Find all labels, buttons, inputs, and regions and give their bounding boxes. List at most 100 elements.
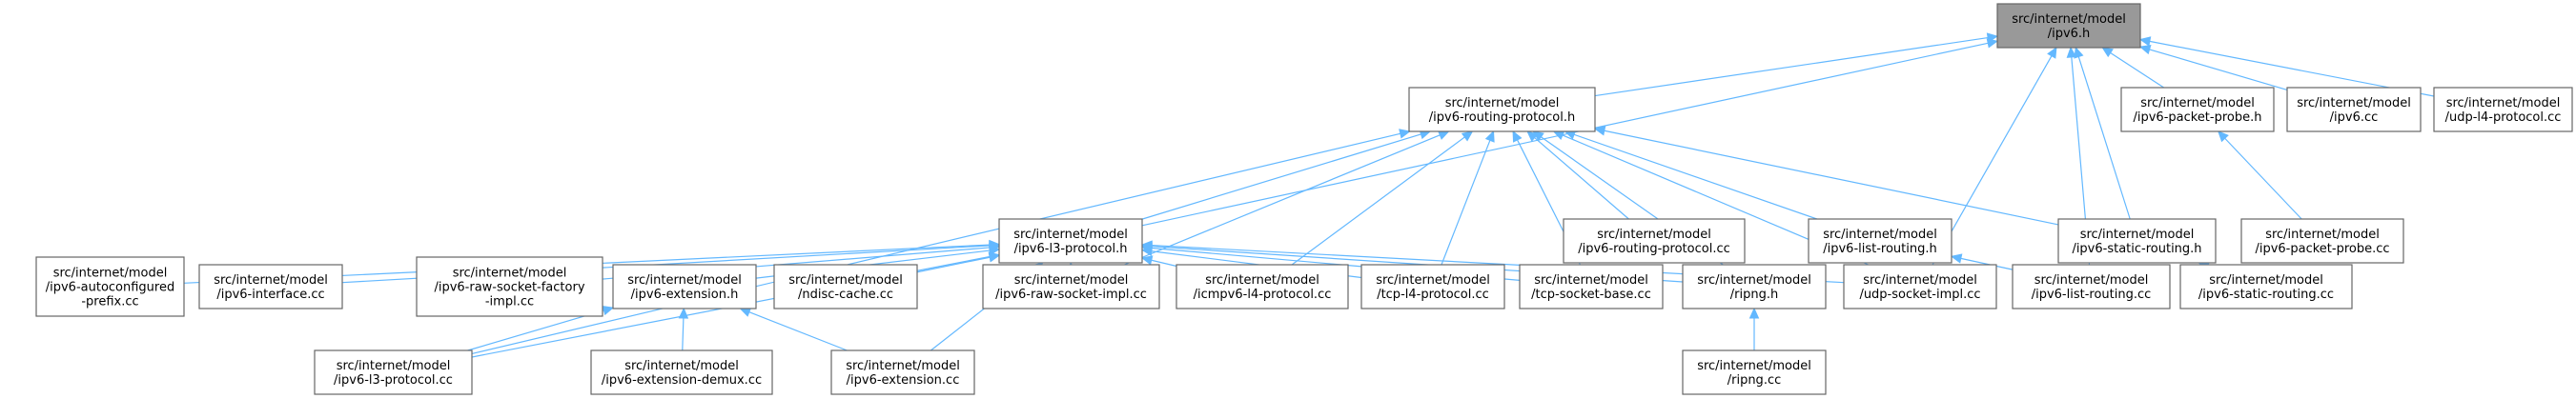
edge-arrowhead bbox=[1484, 130, 1495, 143]
node-label-line: /udp-l4-protocol.cc bbox=[2445, 110, 2562, 125]
node-ipv6-list-routing-h[interactable]: src/internet/model/ipv6-list-routing.h bbox=[1808, 218, 1952, 264]
edge-arrowhead bbox=[678, 307, 689, 319]
node-label-line: /ipv6-extension.cc bbox=[847, 373, 960, 388]
node-box bbox=[1519, 264, 1664, 309]
node-label-line: /ipv6-list-routing.h bbox=[1823, 242, 1937, 256]
edge-arrowhead bbox=[1140, 255, 1154, 266]
edge-arrowhead bbox=[2047, 46, 2057, 59]
node-label-line: /ndisc-cache.cc bbox=[798, 288, 893, 302]
edge-ipv6_l3_protocol_cc-to-ipv6_routing_protocol_h bbox=[471, 129, 1411, 355]
node-box bbox=[2012, 264, 2171, 309]
node-ipv6-cc[interactable]: src/internet/model/ipv6.cc bbox=[2286, 87, 2422, 132]
edge-arrowhead bbox=[1399, 129, 1411, 139]
node-label-line: src/internet/model bbox=[846, 359, 960, 373]
node-box bbox=[198, 264, 343, 309]
node-udp-l4-protocol-cc[interactable]: src/internet/model/udp-l4-protocol.cc bbox=[2433, 87, 2573, 132]
node-label-line: src/internet/model bbox=[1697, 359, 1811, 373]
node-ipv6-interface-cc[interactable]: src/internet/model/ipv6-interface.cc bbox=[198, 264, 343, 309]
edge-line bbox=[1291, 136, 1465, 266]
node-box bbox=[998, 218, 1143, 264]
node-box bbox=[830, 349, 975, 395]
node-ipv6-autoconfigured-prefix-cc[interactable]: src/internet/model/ipv6-autoconfigured-p… bbox=[35, 256, 185, 317]
node-label-line: /ripng.cc bbox=[1728, 373, 1782, 388]
node-label-line: src/internet/model bbox=[1534, 273, 1648, 288]
edge-arrowhead bbox=[1986, 38, 1999, 49]
node-box bbox=[2120, 87, 2275, 132]
node-ipv6-static-routing-cc[interactable]: src/internet/model/ipv6-static-routing.c… bbox=[2179, 264, 2353, 309]
node-ripng-h[interactable]: src/internet/model/ripng.h bbox=[1682, 264, 1827, 309]
node-ipv6-extension-demux-cc[interactable]: src/internet/model/ipv6-extension-demux.… bbox=[590, 349, 773, 395]
node-ipv6-static-routing-h[interactable]: src/internet/model/ipv6-static-routing.h bbox=[2057, 218, 2217, 264]
node-label-line: /ipv6-autoconfigured bbox=[46, 281, 174, 295]
node-label-line: /ipv6-extension-demux.cc bbox=[602, 373, 762, 388]
node-label-line: src/internet/model bbox=[2265, 228, 2380, 242]
node-label-line: /ipv6-l3-protocol.cc bbox=[334, 373, 453, 388]
edge-line bbox=[1534, 137, 1629, 220]
node-ipv6-routing-protocol-cc[interactable]: src/internet/model/ipv6-routing-protocol… bbox=[1563, 218, 1746, 264]
edge-arrowhead bbox=[1437, 130, 1450, 140]
node-label-line: src/internet/model bbox=[1863, 273, 1977, 288]
node-ipv6-l3-protocol-cc[interactable]: src/internet/model/ipv6-l3-protocol.cc bbox=[314, 349, 473, 395]
edge-ipv6_l3_protocol_cc-to-ipv6_extension_h bbox=[467, 306, 615, 351]
node-udp-socket-impl-cc[interactable]: src/internet/model/udp-socket-impl.cc bbox=[1843, 264, 1997, 309]
node-label-line: src/internet/model bbox=[1445, 96, 1560, 110]
edge-line bbox=[2149, 40, 2435, 97]
node-label-line: /ipv6-static-routing.cc bbox=[2198, 288, 2334, 302]
node-ipv6-packet-probe-h[interactable]: src/internet/model/ipv6-packet-probe.h bbox=[2120, 87, 2275, 132]
edge-udp_socket_impl_cc-to-ipv6_h bbox=[1932, 46, 2057, 266]
edge-arrowhead bbox=[988, 251, 1001, 262]
node-label-line: /ipv6-static-routing.h bbox=[2072, 242, 2201, 256]
node-box bbox=[1682, 349, 1827, 395]
node-ndisc-cache-cc[interactable]: src/internet/model/ndisc-cache.cc bbox=[773, 264, 918, 309]
edge-ripng_cc-to-ripng_h bbox=[1748, 307, 1760, 350]
node-ipv6-extension-cc[interactable]: src/internet/model/ipv6-extension.cc bbox=[830, 349, 975, 395]
node-ipv6-routing-protocol-h[interactable]: src/internet/model/ipv6-routing-protocol… bbox=[1408, 87, 1596, 132]
edge-line bbox=[2110, 51, 2165, 89]
node-icmpv6-l4-protocol-cc[interactable]: src/internet/model/icmpv6-l4-protocol.cc bbox=[1176, 264, 1349, 309]
node-label-line: /ipv6-packet-probe.h bbox=[2133, 110, 2261, 125]
edge-line bbox=[682, 317, 685, 351]
node-box bbox=[1996, 3, 2141, 49]
node-ipv6-h[interactable]: src/internet/model/ipv6.h bbox=[1996, 3, 2141, 49]
node-ipv6-packet-probe-cc[interactable]: src/internet/model/ipv6-packet-probe.cc bbox=[2240, 218, 2404, 264]
edge-line bbox=[2077, 56, 2131, 220]
node-ripng-cc[interactable]: src/internet/model/ripng.cc bbox=[1682, 349, 1827, 395]
edge-line bbox=[467, 309, 604, 351]
edge-arrowhead bbox=[1512, 130, 1523, 143]
node-box bbox=[1408, 87, 1596, 132]
edge-ipv6_raw_socket_impl_cc-to-ipv6_routing_protocol_h bbox=[1124, 130, 1450, 266]
node-ipv6-raw-socket-factory-impl-cc[interactable]: src/internet/model/ipv6-raw-socket-facto… bbox=[416, 256, 603, 317]
node-label-line: src/internet/model bbox=[1597, 228, 1711, 242]
node-ipv6-l3-protocol-h[interactable]: src/internet/model/ipv6-l3-protocol.h bbox=[998, 218, 1143, 264]
edge-icmpv6_l4_protocol_cc-to-ipv6_routing_protocol_h bbox=[1291, 130, 1474, 266]
node-label-line: /ipv6-extension.h bbox=[631, 288, 739, 302]
node-label-line: /ipv6-raw-socket-factory bbox=[434, 281, 584, 295]
edge-line bbox=[1124, 134, 1441, 266]
edge-ipv6_extension_demux_cc-to-ipv6_extension_h bbox=[678, 307, 689, 351]
edge-tcp_l4_protocol_cc-to-ipv6_routing_protocol_h bbox=[1441, 130, 1495, 266]
node-label-line: /icmpv6-l4-protocol.cc bbox=[1194, 288, 1332, 302]
edge-ipv6_packet_probe_cc-to-ipv6_packet_probe_h bbox=[2217, 130, 2302, 220]
edge-line bbox=[1573, 133, 1818, 220]
node-ipv6-raw-socket-impl-cc[interactable]: src/internet/model/ipv6-raw-socket-impl.… bbox=[982, 264, 1160, 309]
node-tcp-l4-protocol-cc[interactable]: src/internet/model/tcp-l4-protocol.cc bbox=[1360, 264, 1505, 309]
node-ipv6-extension-h[interactable]: src/internet/model/ipv6-extension.h bbox=[612, 264, 757, 309]
edge-line bbox=[2224, 137, 2302, 220]
node-label-line: /ipv6.cc bbox=[2330, 110, 2379, 125]
edge-layer bbox=[183, 32, 2435, 358]
edge-arrowhead bbox=[2074, 46, 2084, 59]
edge-ipv6_list_routing_cc-to-ipv6_list_routing_h bbox=[1950, 253, 2014, 270]
node-label-line: src/internet/model bbox=[2012, 12, 2126, 27]
node-label-line: src/internet/model bbox=[2140, 96, 2255, 110]
node-label-line: -prefix.cc bbox=[81, 295, 138, 309]
node-label-line: src/internet/model bbox=[1823, 228, 1937, 242]
edge-ipv6_packet_probe_h-to-ipv6_h bbox=[2101, 47, 2165, 89]
node-box bbox=[590, 349, 773, 395]
edge-arrowhead bbox=[2101, 47, 2114, 58]
node-tcp-socket-base-cc[interactable]: src/internet/model/tcp-socket-base.cc bbox=[1519, 264, 1664, 309]
edge-ipv6_routing_protocol_cc-to-ipv6_routing_protocol_h bbox=[1526, 130, 1629, 220]
node-box bbox=[2057, 218, 2217, 264]
node-label-line: src/internet/model bbox=[2297, 96, 2411, 110]
node-ipv6-list-routing-cc[interactable]: src/internet/model/ipv6-list-routing.cc bbox=[2012, 264, 2171, 309]
edge-ipv6_list_routing_h-to-ipv6_routing_protocol_h bbox=[1564, 130, 1818, 220]
